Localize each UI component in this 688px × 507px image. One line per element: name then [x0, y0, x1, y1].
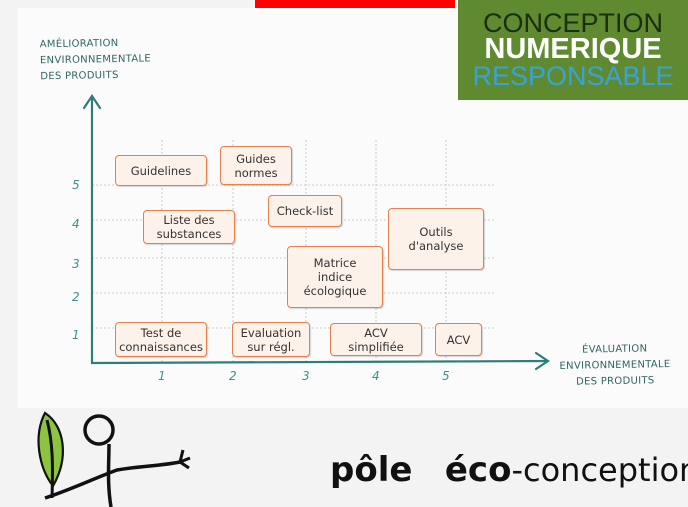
- y-tick-5: 5: [72, 178, 80, 192]
- x-tick-1: 1: [158, 369, 166, 383]
- y-axis-arrow: [82, 94, 102, 110]
- box-evaluation-regl: Evaluation sur régl.: [232, 322, 310, 357]
- logo-word-eco: éco: [444, 450, 512, 490]
- y-tick-4: 4: [72, 217, 80, 231]
- axis-lines: [82, 94, 550, 371]
- box-test-connaissances: Test de connaissances: [115, 322, 207, 357]
- x-tick-4: 4: [372, 369, 380, 383]
- x-axis-title-line-3: DES PRODUITS: [575, 375, 655, 388]
- box-check-list: Check-list: [268, 195, 342, 227]
- y-axis-title: AMÉLIORATION ENVIRONNEMENTALE DES PRODUI…: [40, 35, 191, 86]
- figure-head: [83, 414, 115, 446]
- logo-word-pole: pôle: [330, 450, 413, 490]
- x-axis-title: ÉVALUATION ENVIRONNEMENTALE DES PRODUITS: [540, 341, 688, 392]
- figure-arms: [44, 460, 181, 500]
- box-acv-simplifiee: ACV simplifiée: [330, 323, 422, 356]
- x-tick-3: 3: [302, 369, 310, 383]
- stick-figure-logo-icon: [37, 411, 191, 507]
- x-axis-title-line-2: ENVIRONNEMENTALE: [559, 359, 671, 372]
- conception-numerique-responsable-logo: CONCEPTION NUMERIQUE RESPONSABLE: [458, 0, 688, 100]
- box-liste-substances: Liste des substances: [143, 210, 235, 244]
- y-tick-1: 1: [72, 328, 80, 342]
- leaf-stem: [45, 419, 54, 499]
- x-axis-line: [90, 359, 549, 365]
- logo-line-2: NUMERIQUE: [484, 33, 662, 66]
- y-axis-title-line-3: DES PRODUITS: [40, 69, 119, 83]
- logo-word-conception: -conception: [511, 451, 688, 489]
- box-outils-analyse: Outils d'analyse: [388, 208, 484, 270]
- logo-line-3: RESPONSABLE: [472, 60, 674, 91]
- x-axis-arrow: [534, 351, 550, 371]
- box-matrice-indice: Matrice indice écologique: [287, 246, 383, 308]
- y-tick-3: 3: [72, 257, 80, 271]
- x-tick-5: 5: [442, 369, 450, 383]
- logo-line-1: CONCEPTION: [482, 7, 663, 38]
- accent-bar: [255, 0, 455, 8]
- box-guidelines: Guidelines: [115, 155, 207, 186]
- y-tick-2: 2: [72, 290, 80, 304]
- box-acv: ACV: [435, 323, 482, 356]
- figure-body: [106, 443, 113, 507]
- box-guides-normes: Guides normes: [220, 146, 292, 185]
- x-tick-2: 2: [229, 369, 237, 383]
- figure-hand: [178, 449, 191, 470]
- pole-eco-conception-logo: pôle éco-conception: [330, 450, 688, 490]
